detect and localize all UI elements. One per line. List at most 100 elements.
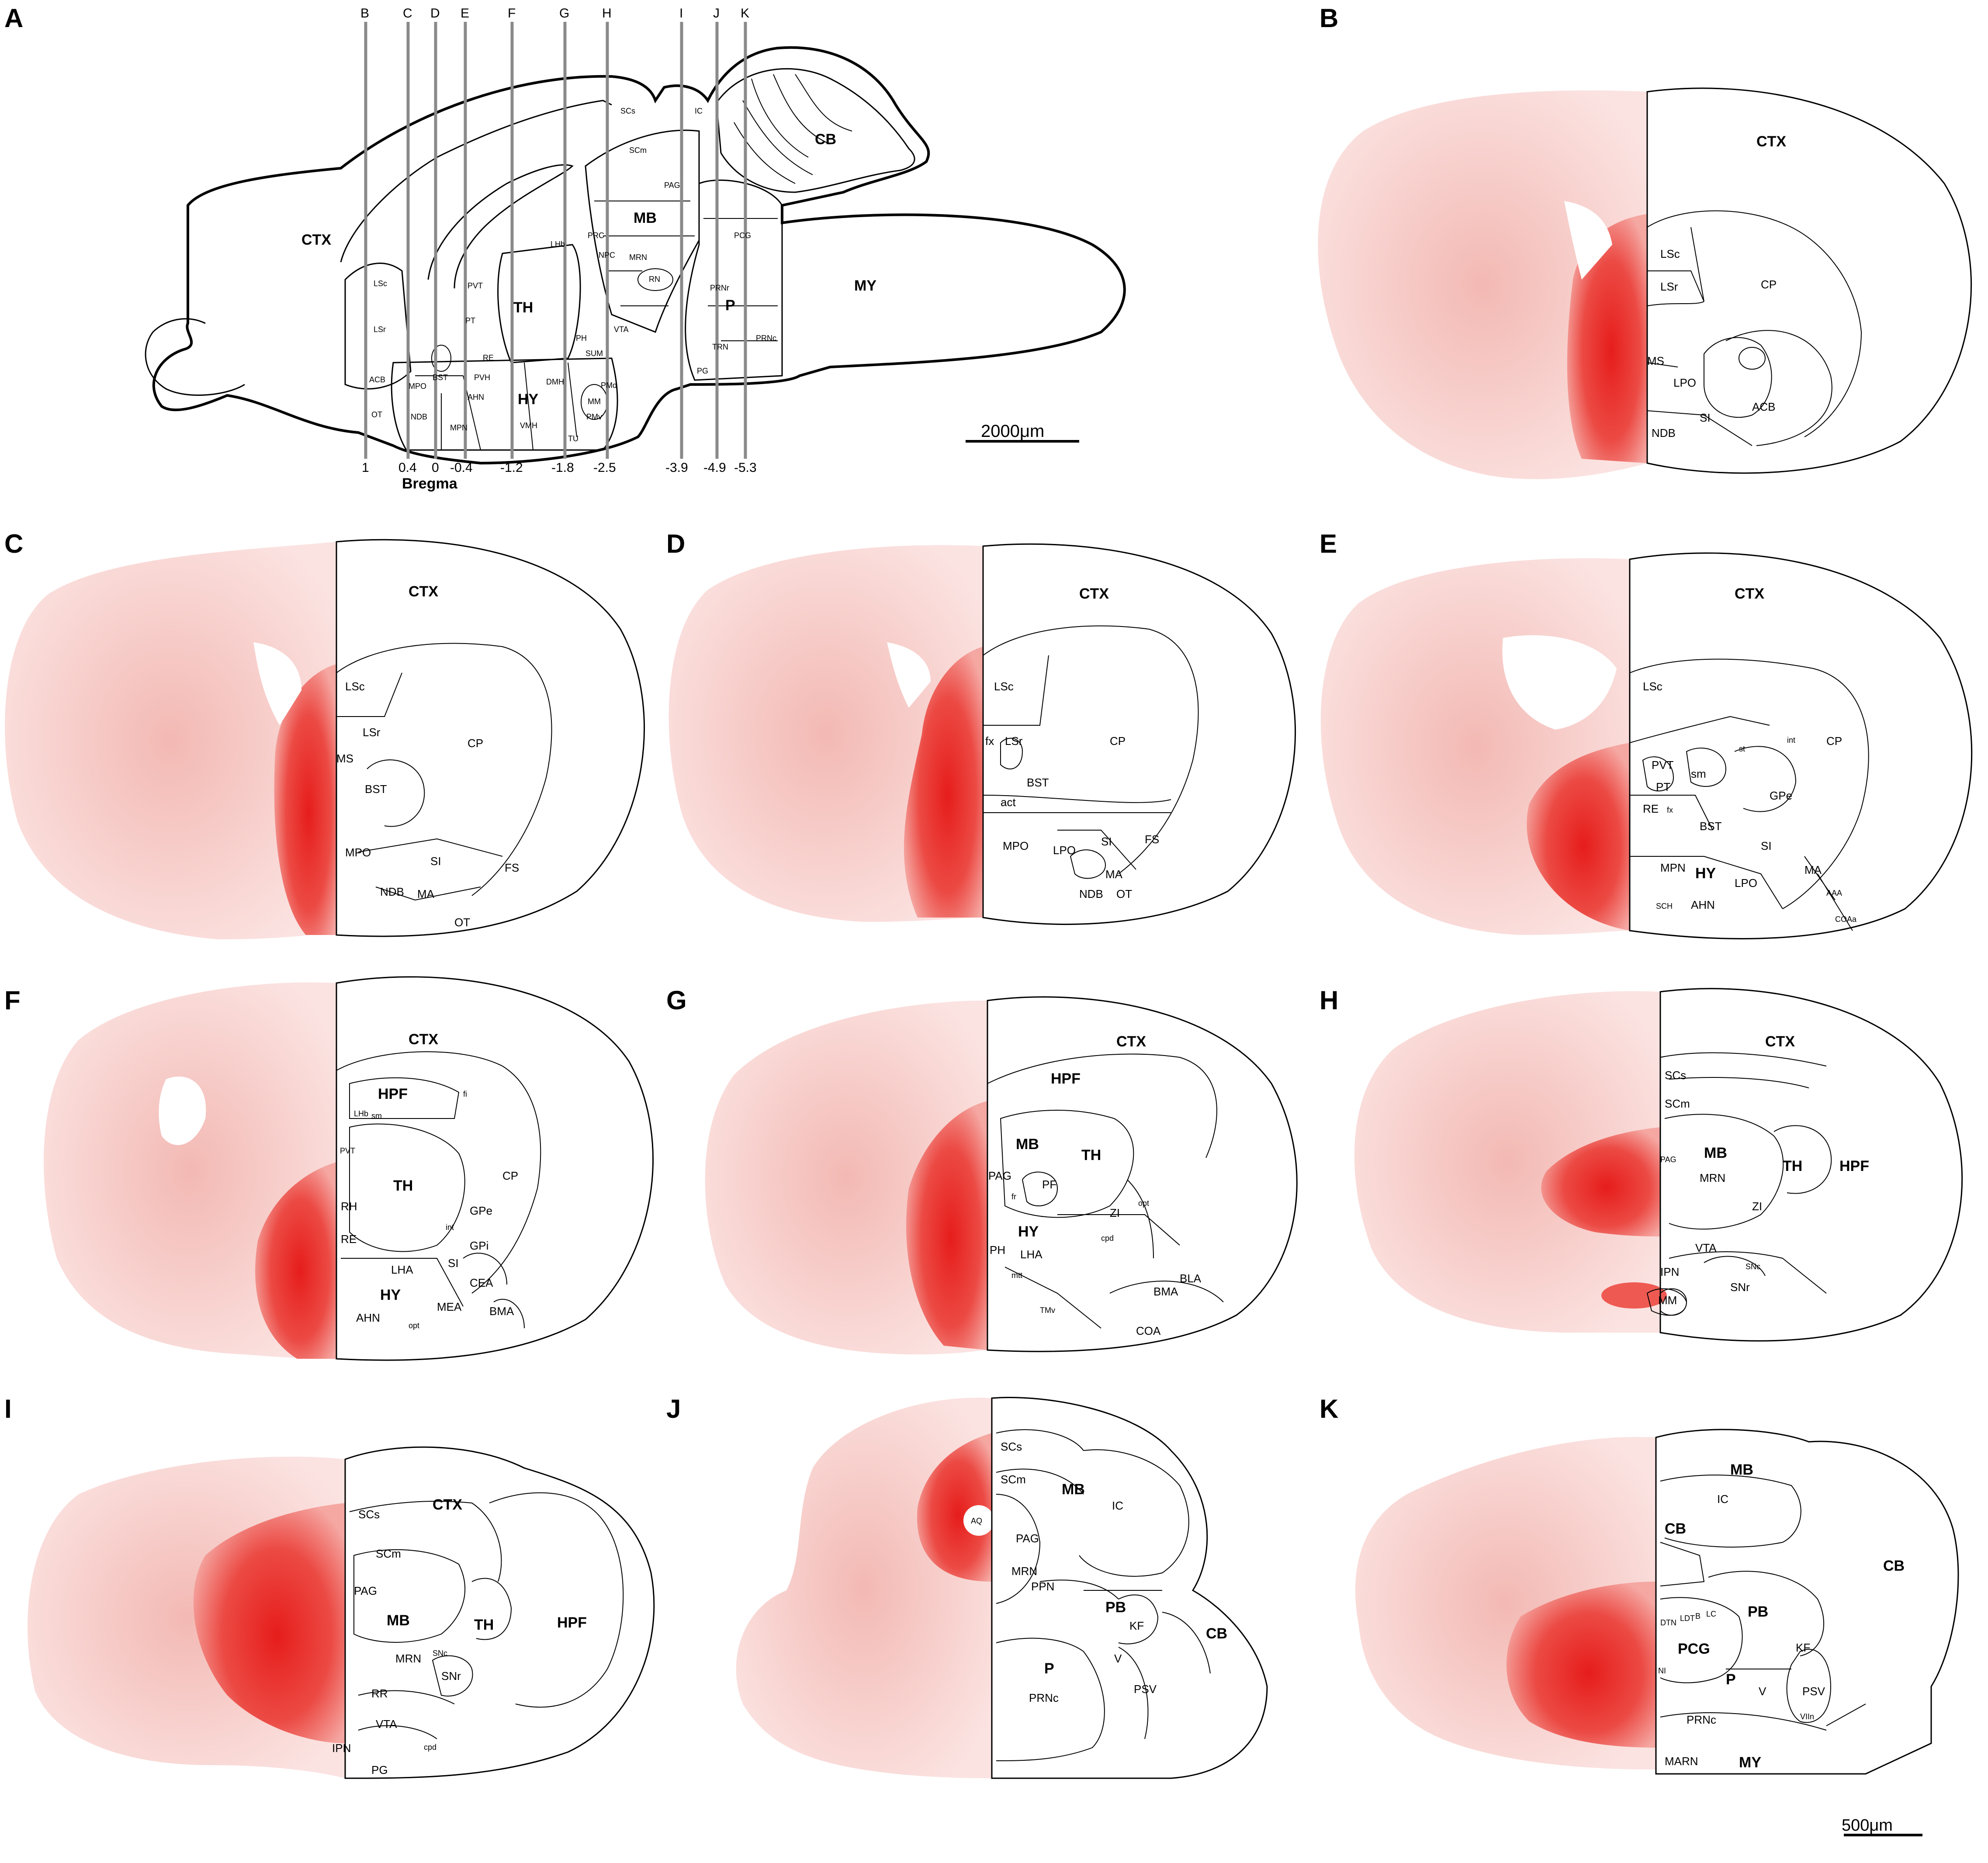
region-label: RE	[341, 1233, 357, 1246]
region-label: SI	[448, 1257, 459, 1270]
region-label: CTX	[409, 583, 438, 600]
region-label: CB	[1206, 1625, 1227, 1642]
atlas-hemisphere	[991, 1397, 1268, 1779]
panel-k: K MB IC CB CB DTN LDT B LC PB PCG KF NI …	[1320, 1394, 1959, 1836]
region-label: HY	[518, 391, 539, 408]
region-label: CEA	[470, 1276, 493, 1289]
region-label: OT	[371, 410, 382, 419]
region-label: GPi	[470, 1239, 488, 1252]
region-label: CB	[1883, 1558, 1905, 1574]
section-letter: D	[430, 6, 440, 21]
bregma-value: -0.4	[450, 461, 473, 475]
region-label: MRN	[629, 253, 647, 262]
atlas-hemisphere	[1629, 552, 1973, 939]
region-label: P	[1044, 1660, 1054, 1677]
region-label: DMH	[546, 377, 564, 386]
region-label: TH	[513, 299, 533, 316]
region-label: mtt	[1011, 1271, 1022, 1280]
atlas-boundaries	[1660, 1475, 1866, 1731]
stain-core-region	[1506, 1582, 1656, 1748]
region-label: st	[1739, 745, 1745, 753]
region-label: VTA	[614, 325, 629, 334]
region-label: CTX	[1735, 585, 1764, 602]
region-label: SI	[1700, 411, 1711, 424]
aqueduct-hole	[963, 1505, 994, 1536]
stain-core-region	[255, 1162, 336, 1359]
region-label: HPF	[1051, 1070, 1081, 1087]
region-label: HY	[380, 1287, 401, 1303]
ventricle	[1564, 201, 1612, 280]
section-letter: H	[602, 6, 612, 21]
region-label: MM	[588, 397, 601, 406]
region-label: MRN	[1011, 1565, 1037, 1578]
region-label: HY	[1695, 865, 1716, 882]
region-label: SI	[1761, 839, 1772, 852]
scale-bar-label: 2000μm	[981, 422, 1044, 441]
region-label: SI	[1101, 835, 1112, 848]
region-label: LSr	[363, 726, 381, 739]
atlas-boundaries	[349, 1492, 624, 1739]
region-label: LPO	[1735, 876, 1757, 890]
region-label: HY	[1018, 1223, 1039, 1240]
panel-label-f: F	[4, 986, 21, 1015]
region-label: LSc	[1643, 680, 1662, 693]
region-label: opt	[409, 1321, 419, 1330]
region-label: PVT	[468, 281, 483, 290]
bregma-value: -3.9	[665, 461, 688, 475]
olfactory-bulb	[145, 318, 245, 396]
region-label: LDT	[1680, 1614, 1695, 1623]
atlas-hemisphere	[1655, 1429, 1959, 1775]
panel-d: D CTX LSc fx LSr CP BST act MPO LPO SI F…	[666, 529, 1296, 925]
ventricle	[159, 1077, 206, 1145]
region-label: AHN	[468, 393, 484, 402]
region-label: MB	[1062, 1481, 1085, 1498]
region-label: CTX	[1079, 585, 1109, 602]
stain-core-region	[193, 1503, 345, 1743]
region-label: PVT	[340, 1146, 355, 1155]
region-label: ACB	[1752, 400, 1775, 413]
thalamus-outline	[497, 244, 581, 364]
region-label: SCs	[620, 107, 635, 115]
hippocampus-curve	[427, 164, 574, 289]
region-label: cpd	[424, 1743, 436, 1752]
region-label: SCm	[1665, 1097, 1690, 1110]
bregma-value: 0	[432, 461, 439, 475]
region-label: RN	[649, 275, 660, 284]
stain-core-region	[1527, 743, 1630, 931]
ventricle	[253, 642, 301, 725]
region-label: BMA	[1153, 1285, 1178, 1298]
section-letter: E	[461, 6, 469, 21]
region-label: PPN	[1031, 1580, 1054, 1593]
region-label: MB	[1730, 1461, 1753, 1478]
bregma-value: -1.8	[551, 461, 574, 475]
region-label: fr	[1011, 1192, 1016, 1201]
stain-core-region	[1567, 214, 1647, 463]
region-label: SCs	[1665, 1069, 1686, 1082]
panel-g: G CTX HPF MB TH PAG PF fr ZI HY cpd opt …	[666, 986, 1298, 1354]
region-label: MA	[1804, 863, 1822, 876]
region-label: PCG	[1678, 1641, 1710, 1657]
region-label: VIIn	[1800, 1712, 1814, 1721]
region-label: SCm	[1001, 1473, 1026, 1486]
ventricle	[887, 642, 931, 708]
panel-c: C CTX LSc LSr CP MS BST MPO SI FS NDB MA…	[4, 529, 645, 939]
bregma-value: -2.5	[593, 461, 616, 475]
region-label: ZI	[1752, 1200, 1762, 1213]
region-label: IC	[695, 107, 703, 115]
region-label: LHA	[391, 1263, 413, 1276]
region-label: V	[1114, 1652, 1122, 1665]
ac-ellipse	[431, 345, 451, 372]
region-label: CB	[815, 131, 836, 148]
region-label: CP	[502, 1169, 518, 1182]
stain-core-region	[906, 1101, 987, 1350]
region-label: KF	[1796, 1641, 1810, 1654]
region-label: TH	[474, 1617, 494, 1633]
region-label: SCs	[1001, 1440, 1022, 1453]
region-label: MB	[1704, 1145, 1727, 1161]
region-label: SNr	[441, 1669, 461, 1683]
region-label: LSc	[994, 680, 1014, 693]
region-label: MM	[1658, 1294, 1677, 1307]
region-label: MARN	[1665, 1755, 1698, 1768]
region-label: TU	[568, 434, 578, 443]
region-label: IPN	[1660, 1265, 1679, 1278]
